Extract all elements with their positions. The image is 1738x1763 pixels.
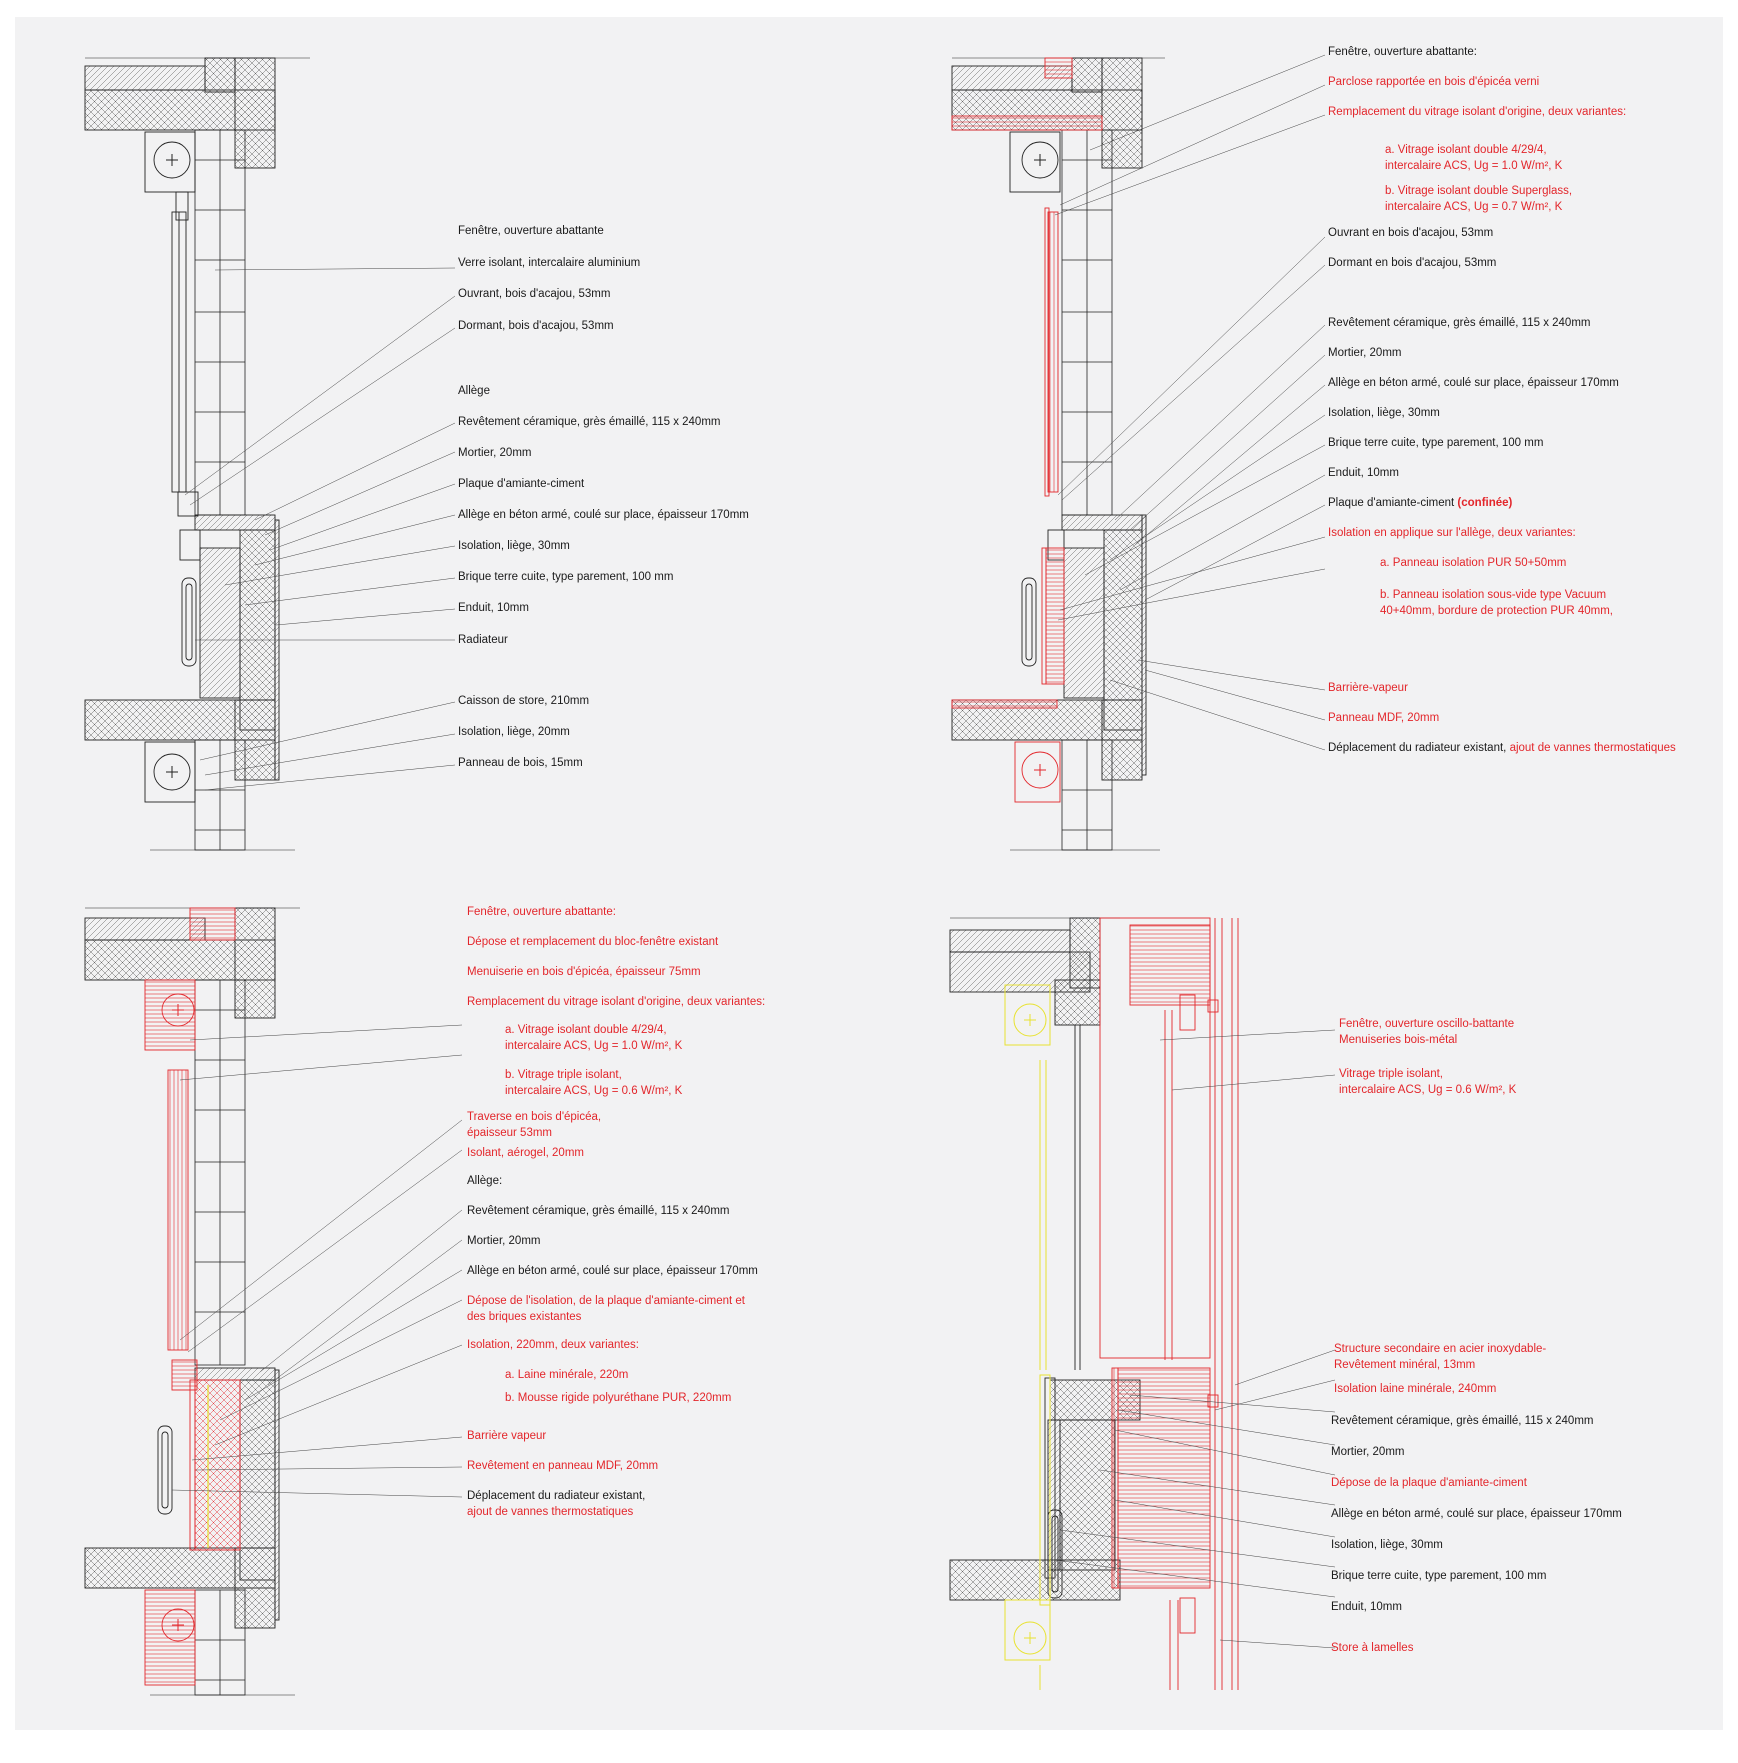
label-amiante-text: Plaque d'amiante-ciment bbox=[1328, 497, 1455, 509]
label-revetement: Revêtement céramique, grès émaillé, 115 … bbox=[1328, 317, 1591, 329]
label-barriere-vapeur: Barrière-vapeur bbox=[1328, 682, 1408, 694]
panel-variant-3-yellow-elements bbox=[1004, 984, 1051, 1690]
label-variante-b-1: b. Vitrage isolant double Superglass, bbox=[1385, 185, 1573, 197]
label-mortier: Mortier, 20mm bbox=[458, 447, 532, 459]
label-fenetre: Fenêtre, ouverture abattante bbox=[458, 225, 604, 237]
label-variante-a-pur: a. Panneau isolation PUR 50+50mm bbox=[1380, 557, 1567, 569]
label-structure-secondaire-2: Revêtement minéral, 13mm bbox=[1334, 1359, 1476, 1371]
label-radiateur: Radiateur bbox=[458, 634, 508, 646]
label-beton: Allège en béton armé, coulé sur place, é… bbox=[1331, 1508, 1622, 1520]
label-barriere-vapeur: Barrière vapeur bbox=[467, 1430, 547, 1442]
label-depose-amiante: Dépose de la plaque d'amiante-ciment bbox=[1331, 1477, 1527, 1489]
label-amiante-suffix: (confinée) bbox=[1457, 497, 1513, 509]
panel-variant-3-leaders bbox=[1054, 1029, 1336, 1649]
label-isolation-applique: Isolation en applique sur l'allège, deux… bbox=[1328, 527, 1576, 539]
panel-variant-3-section bbox=[949, 917, 1141, 1601]
label-aerogel: Isolant, aérogel, 20mm bbox=[467, 1147, 584, 1159]
label-liege-30: Isolation, liège, 30mm bbox=[458, 540, 570, 552]
label-variante-b-1: b. Vitrage triple isolant, bbox=[505, 1069, 622, 1081]
label-depose-isolation-2: des briques existantes bbox=[467, 1311, 582, 1323]
label-allege: Allège bbox=[458, 385, 490, 397]
label-fenetre: Fenêtre, ouverture abattante: bbox=[467, 906, 616, 918]
drawing-sheet bbox=[15, 17, 1723, 1730]
label-panneau-bois: Panneau de bois, 15mm bbox=[458, 757, 583, 769]
label-traverse-2: épaisseur 53mm bbox=[467, 1127, 553, 1139]
label-revetement: Revêtement céramique, grès émaillé, 115 … bbox=[467, 1205, 730, 1217]
label-brique: Brique terre cuite, type parement, 100 m… bbox=[1328, 437, 1544, 449]
label-verre-isolant: Verre isolant, intercalaire aluminium bbox=[458, 257, 641, 269]
label-radiateur: Déplacement du radiateur existant, ajout… bbox=[1328, 741, 1676, 756]
label-beton: Allège en béton armé, coulé sur place, é… bbox=[467, 1265, 758, 1277]
label-variante-a-1: a. Vitrage isolant double 4/29/4, bbox=[505, 1024, 667, 1036]
label-mortier: Mortier, 20mm bbox=[1328, 347, 1402, 359]
label-radiateur-suffix: ajout de vannes thermostatiques bbox=[1509, 742, 1676, 754]
label-variante-a-2: intercalaire ACS, Ug = 1.0 W/m², K bbox=[505, 1040, 683, 1052]
label-variante-a-1: a. Vitrage isolant double 4/29/4, bbox=[1385, 144, 1547, 156]
panel-existing-section bbox=[84, 57, 310, 851]
label-remplacement-vitrage: Remplacement du vitrage isolant d'origin… bbox=[1328, 106, 1627, 118]
label-allege: Allège: bbox=[467, 1175, 503, 1187]
panel-variant-3-red-elements bbox=[1099, 917, 1239, 1690]
label-radiateur-1: Déplacement du radiateur existant, bbox=[467, 1490, 646, 1502]
label-depose-bloc: Dépose et remplacement du bloc-fenêtre e… bbox=[467, 936, 719, 948]
label-fenetre-oscillo: Fenêtre, ouverture oscillo-battante bbox=[1339, 1018, 1515, 1030]
panel-variant-2-leaders bbox=[171, 1024, 463, 1498]
label-remplacement-vitrage: Remplacement du vitrage isolant d'origin… bbox=[467, 996, 766, 1008]
label-parclose: Parclose rapportée en bois d'épicéa vern… bbox=[1328, 76, 1540, 88]
label-revetement: Revêtement céramique, grès émaillé, 115 … bbox=[458, 416, 721, 428]
label-vitrage-triple-2: intercalaire ACS, Ug = 0.6 W/m², K bbox=[1339, 1084, 1517, 1096]
label-variante-b-vacuum-2: 40+40mm, bordure de protection PUR 40mm, bbox=[1380, 605, 1613, 617]
panel-existing-leaders bbox=[184, 267, 456, 791]
label-amiante: Plaque d'amiante-ciment bbox=[458, 478, 585, 490]
label-laine-minerale: Isolation laine minérale, 240mm bbox=[1334, 1383, 1497, 1395]
label-dormant: Dormant en bois d'acajou, 53mm bbox=[1328, 257, 1497, 269]
label-mdf: Revêtement en panneau MDF, 20mm bbox=[467, 1460, 659, 1472]
label-variante-b-vacuum-1: b. Panneau isolation sous-vide type Vacu… bbox=[1380, 589, 1607, 601]
label-enduit: Enduit, 10mm bbox=[458, 602, 529, 614]
label-menuiseries-bois-metal: Menuiseries bois-métal bbox=[1339, 1034, 1458, 1046]
label-variante-b-2: intercalaire ACS, Ug = 0.7 W/m², K bbox=[1385, 201, 1563, 213]
label-vitrage-triple-1: Vitrage triple isolant, bbox=[1339, 1068, 1443, 1080]
panel-variant-2-red-elements bbox=[144, 907, 241, 1686]
label-caisson: Caisson de store, 210mm bbox=[458, 695, 590, 707]
label-amiante: Plaque d'amiante-ciment (confinée) bbox=[1328, 496, 1512, 511]
label-mdf: Panneau MDF, 20mm bbox=[1328, 712, 1440, 724]
label-radiateur-2: ajout de vannes thermostatiques bbox=[467, 1506, 634, 1518]
label-liege: Isolation, liège, 30mm bbox=[1328, 407, 1440, 419]
label-enduit: Enduit, 10mm bbox=[1331, 1601, 1402, 1613]
label-structure-secondaire-1: Structure secondaire en acier inoxydable… bbox=[1334, 1343, 1547, 1355]
label-beton: Allège en béton armé, coulé sur place, é… bbox=[458, 509, 749, 521]
label-brique: Brique terre cuite, type parement, 100 m… bbox=[458, 571, 674, 583]
label-variante-b-2: intercalaire ACS, Ug = 0.6 W/m², K bbox=[505, 1085, 683, 1097]
label-liege: Isolation, liège, 30mm bbox=[1331, 1539, 1443, 1551]
label-store-lamelles: Store à lamelles bbox=[1331, 1642, 1414, 1654]
label-laine-minerale: a. Laine minérale, 220m bbox=[505, 1369, 629, 1381]
label-isolation-220: Isolation, 220mm, deux variantes: bbox=[467, 1339, 639, 1351]
label-brique: Brique terre cuite, type parement, 100 m… bbox=[1331, 1570, 1547, 1582]
label-ouvrant: Ouvrant, bois d'acajou, 53mm bbox=[458, 288, 611, 300]
label-mousse-pur: b. Mousse rigide polyuréthane PUR, 220mm bbox=[505, 1392, 732, 1404]
label-enduit: Enduit, 10mm bbox=[1328, 467, 1399, 479]
label-liege-20: Isolation, liège, 20mm bbox=[458, 726, 570, 738]
label-revetement: Revêtement céramique, grès émaillé, 115 … bbox=[1331, 1415, 1594, 1427]
label-mortier: Mortier, 20mm bbox=[467, 1235, 541, 1247]
label-ouvrant: Ouvrant en bois d'acajou, 53mm bbox=[1328, 227, 1494, 239]
panel-variant-1-leaders bbox=[1054, 54, 1326, 751]
label-variante-a-2: intercalaire ACS, Ug = 1.0 W/m², K bbox=[1385, 160, 1563, 172]
label-radiateur-text: Déplacement du radiateur existant, bbox=[1328, 742, 1507, 754]
panel-variant-1-red-elements bbox=[951, 57, 1103, 803]
label-mortier: Mortier, 20mm bbox=[1331, 1446, 1405, 1458]
label-menuiserie: Menuiserie en bois d'épicéa, épaisseur 7… bbox=[467, 966, 701, 978]
label-fenetre: Fenêtre, ouverture abattante: bbox=[1328, 46, 1477, 58]
label-beton: Allège en béton armé, coulé sur place, é… bbox=[1328, 377, 1619, 389]
panel-variant-2-section bbox=[84, 907, 300, 1696]
label-dormant: Dormant, bois d'acajou, 53mm bbox=[458, 320, 614, 332]
panel-variant-1-section bbox=[951, 57, 1165, 851]
label-traverse-1: Traverse en bois d'épicéa, bbox=[467, 1111, 602, 1123]
label-depose-isolation-1: Dépose de l'isolation, de la plaque d'am… bbox=[467, 1295, 746, 1307]
